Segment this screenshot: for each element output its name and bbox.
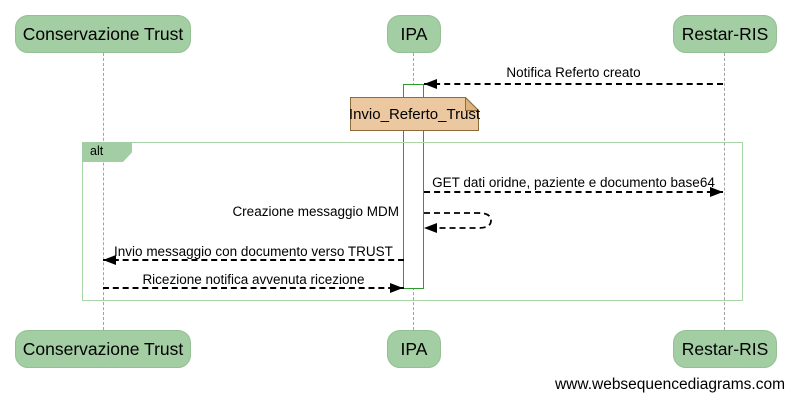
message-label-invio-messaggio: Invio messaggio con documento verso TRUS… xyxy=(114,244,393,259)
alt-fragment-frame xyxy=(82,142,743,301)
self-message-loop-icon xyxy=(424,212,492,233)
actor-top-ipa: IPA xyxy=(387,15,441,53)
actor-bottom-conservazione-trust: Conservazione Trust xyxy=(15,330,191,368)
arrowhead-right-icon xyxy=(390,283,403,293)
arrowhead-right-icon xyxy=(710,187,723,197)
note-invio-referto-trust: Invio_Referto_Trust xyxy=(348,97,481,131)
actor-bottom-ipa: IPA xyxy=(387,330,441,368)
message-line-get-dati xyxy=(424,191,723,193)
message-label-ricezione-notifica: Ricezione notifica avvenuta ricezione xyxy=(142,272,365,287)
message-label-get-dati: GET dati oridne, paziente e documento ba… xyxy=(432,175,715,190)
alt-fragment-operator: alt xyxy=(82,142,132,162)
message-line-invio-messaggio xyxy=(103,259,404,261)
message-line-notifica-referto-creato xyxy=(424,83,723,85)
message-label-creazione-messaggio-mdm: Creazione messaggio MDM xyxy=(232,204,399,219)
activation-bar-ipa xyxy=(403,84,424,289)
arrowhead-left-icon xyxy=(424,79,437,89)
message-label-notifica-referto-creato: Notifica Referto creato xyxy=(506,65,641,80)
note-text: Invio_Referto_Trust xyxy=(348,105,481,123)
actor-top-restar-ris: Restar-RIS xyxy=(673,15,777,53)
actor-top-conservazione-trust: Conservazione Trust xyxy=(15,15,191,53)
note-shape xyxy=(350,97,479,131)
arrowhead-left-icon xyxy=(103,255,116,265)
actor-bottom-restar-ris: Restar-RIS xyxy=(673,330,777,368)
message-line-ricezione-notifica xyxy=(103,287,404,289)
lifeline-restar-ris xyxy=(724,53,725,330)
watermark-text: www.websequencediagrams.com xyxy=(554,376,785,393)
lifeline-conservazione-trust xyxy=(103,53,104,330)
